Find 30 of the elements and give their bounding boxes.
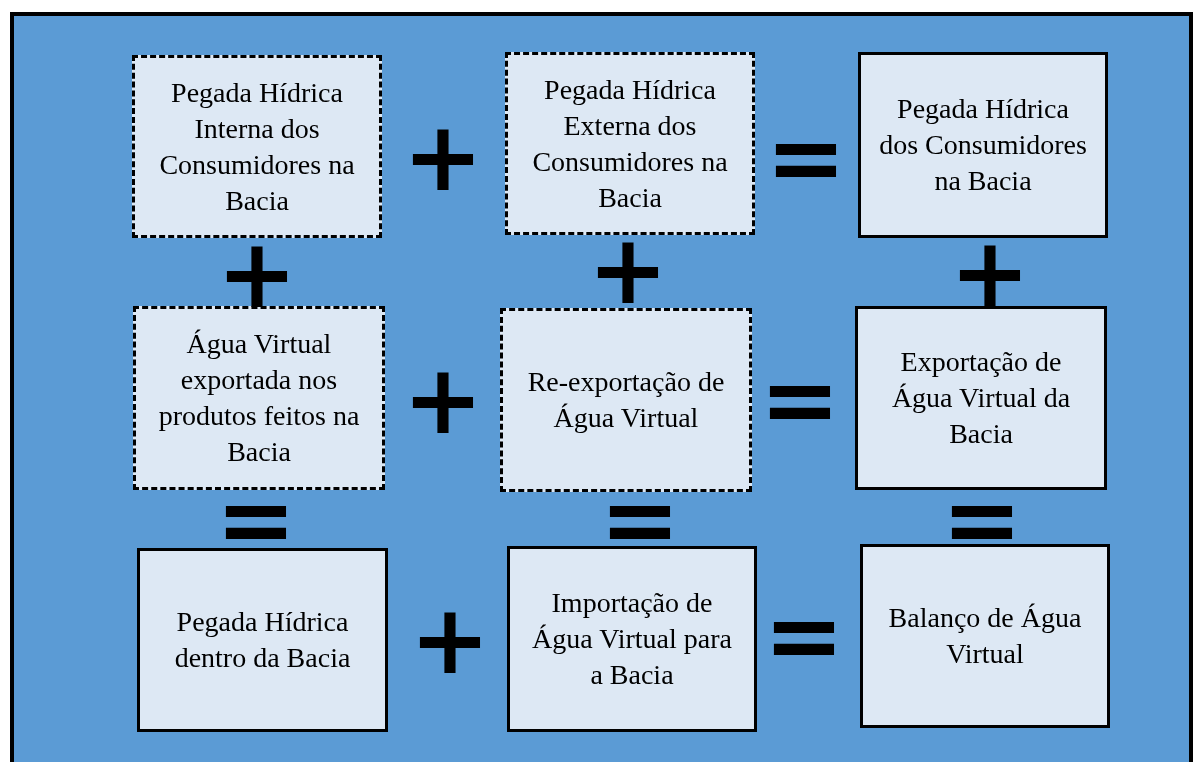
operator-sign: + [216,226,298,322]
operator-sign: + [949,225,1031,321]
text-box [855,306,1107,490]
operator-sign: = [759,352,841,448]
operator-sign: + [402,352,484,448]
text-box [133,306,385,490]
box-text: Re-exportação de Água Virtual [526,365,726,435]
text-box [137,548,388,732]
box-text: Importação de Água Virtual para a Bacia [531,586,733,692]
text-box [507,546,757,732]
box-text: Exportação de Água Virtual da Bacia [890,345,1072,451]
text-box [860,544,1110,728]
operator-sign: = [763,588,845,684]
operator-sign: = [599,472,681,568]
operator-sign: = [215,472,297,568]
box-text: Balanço de Água Virtual [887,601,1083,671]
box-text: Pegada Hídrica Interna dos Consumidores na Bacia [158,75,356,218]
text-box [858,52,1108,238]
operator-sign: + [402,109,484,205]
operator-sign: = [765,110,847,206]
box-text: Pegada Hídrica Externa dos Consumidores na Bacia [531,72,729,215]
text-box [505,52,755,235]
box-text: Água Virtual exportada nos produtos feitos na Bacia [157,327,361,469]
text-box [132,55,382,238]
text-box [500,308,752,492]
operator-sign: + [587,222,669,318]
operator-sign: + [409,592,491,688]
box-text: Pegada Hídrica dos Consumidores na Bacia [878,92,1088,198]
box-text: Pegada Hídrica dentro da Bacia [173,605,352,675]
operator-sign: = [941,472,1023,568]
